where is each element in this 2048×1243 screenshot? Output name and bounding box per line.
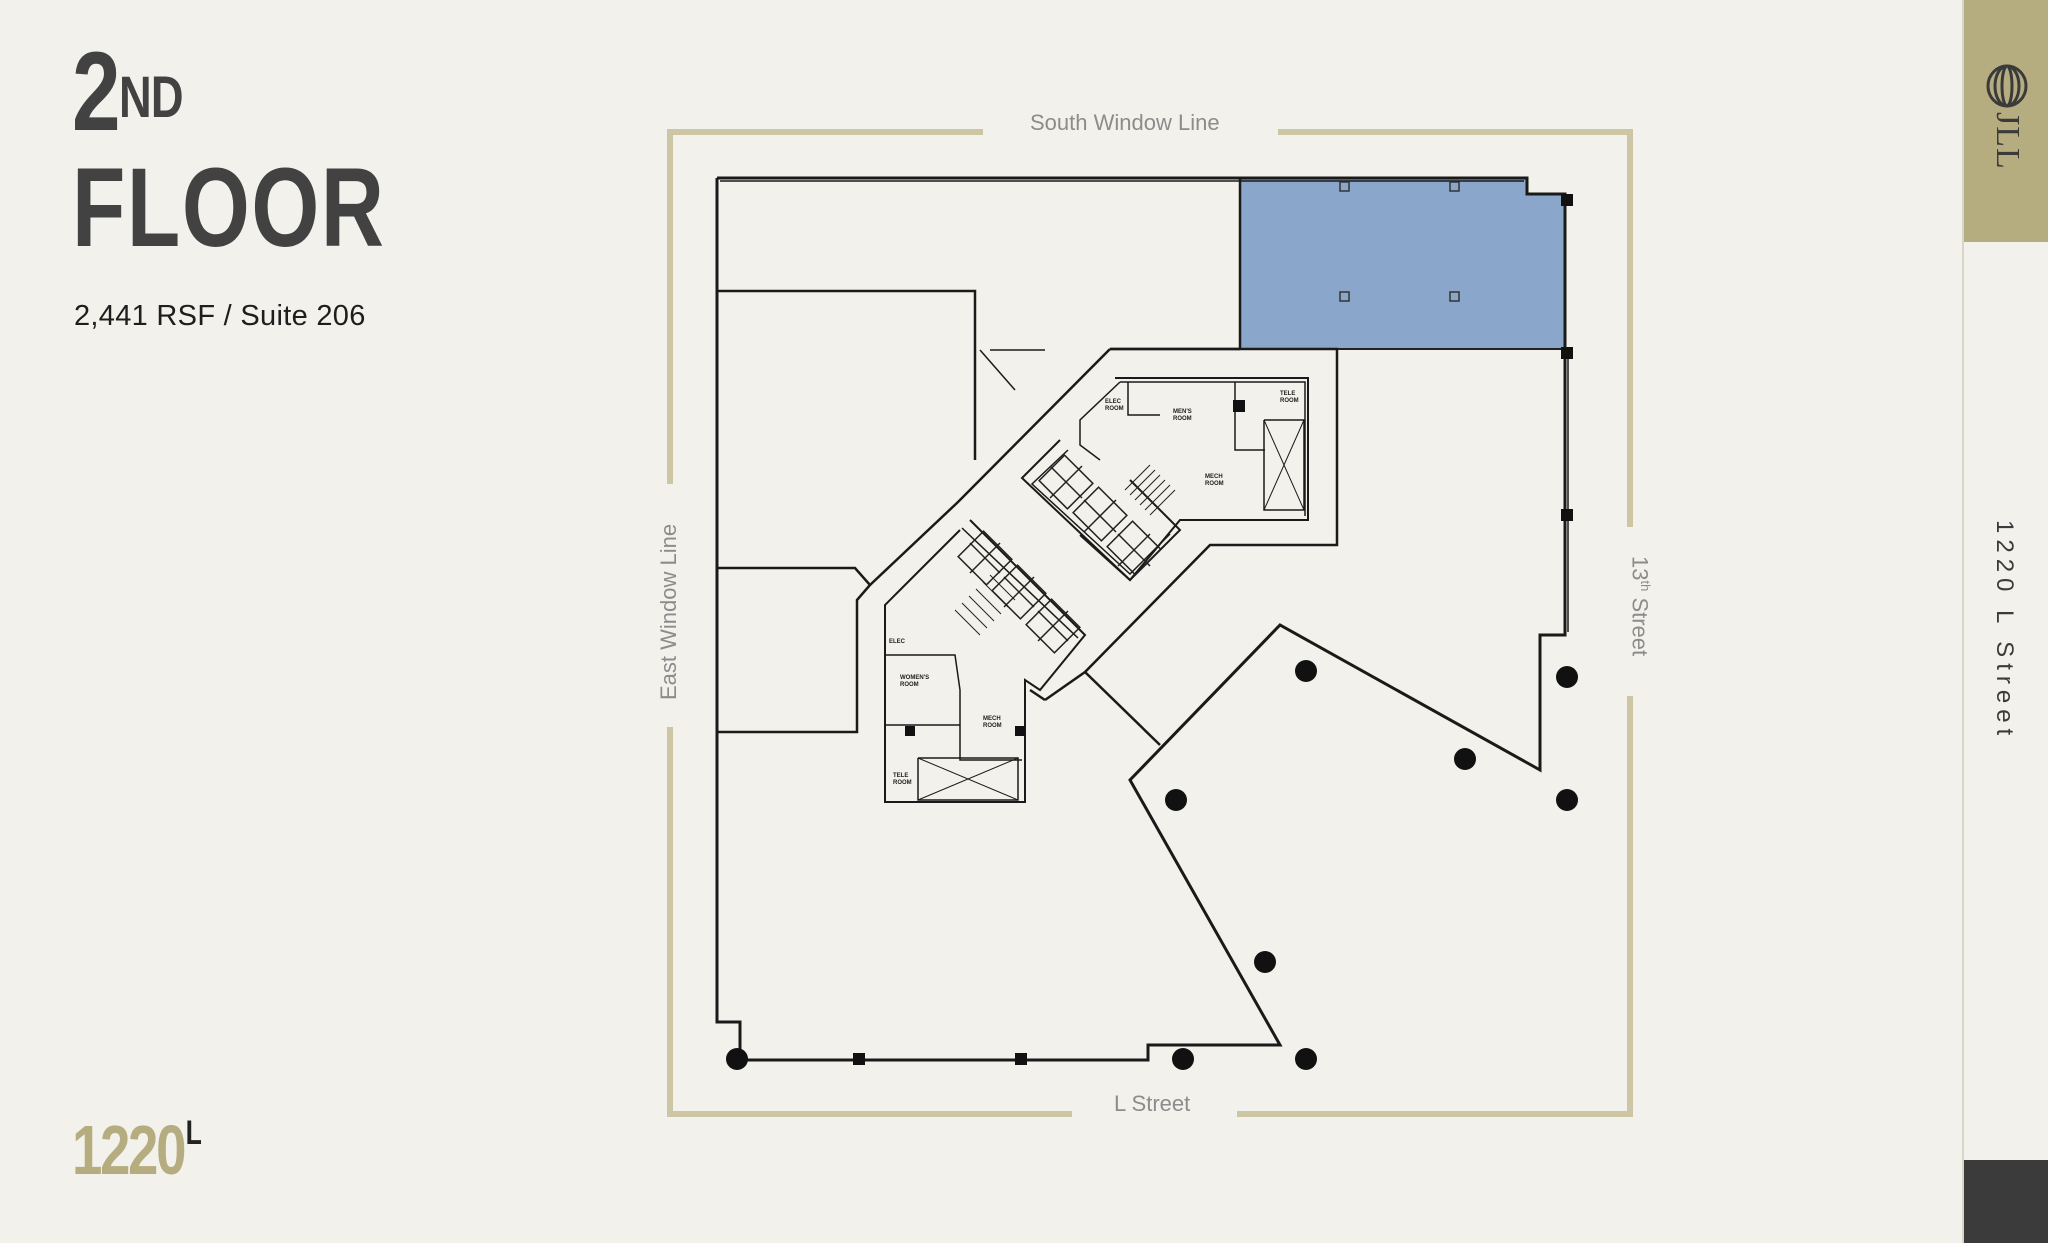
room-tele-upper-b: ROOM: [1280, 398, 1299, 404]
sidebar: JLL 1220 L Street: [1962, 0, 2048, 1243]
building-logo: 1220L: [72, 1110, 202, 1190]
room-mech-lower: MECH: [983, 716, 1001, 722]
room-tele-lower-b: ROOM: [893, 780, 912, 786]
brand-logo-icon: [1986, 64, 2028, 108]
label-south-window-line: South Window Line: [1030, 110, 1220, 135]
room-tele-lower: TELE: [893, 773, 908, 779]
elevator-bank-upper: [1038, 454, 1162, 576]
sidebar-footer-block: [1964, 1160, 2048, 1243]
floor-suffix: ND: [119, 65, 184, 130]
room-mech-upper: MECH: [1205, 474, 1223, 480]
room-mens: MEN'S: [1173, 409, 1192, 415]
suite-column-markers: [1339, 181, 1460, 302]
room-elec-upper: ELEC: [1105, 399, 1122, 405]
room-elec-lower: ELEC: [889, 639, 906, 645]
suite-area-subtitle: 2,441 RSF / Suite 206: [74, 300, 366, 332]
suite-206-highlight[interactable]: [1239, 177, 1566, 350]
stair-lower: [954, 574, 1016, 636]
floor-number: 2ND: [72, 29, 184, 154]
brand-block: JLL: [1964, 0, 2048, 242]
logo-number: 1220: [72, 1111, 186, 1189]
label-13th-sup: th: [1638, 580, 1653, 592]
room-tele-upper: TELE: [1280, 391, 1295, 397]
floor-word: FLOOR: [72, 145, 386, 270]
room-mens-b: ROOM: [1173, 416, 1192, 422]
room-mech-upper-b: ROOM: [1205, 481, 1224, 487]
structural-columns: [726, 194, 1578, 1070]
label-13th-street: 13th Street: [1627, 556, 1653, 657]
logo-letter: L: [185, 1114, 202, 1152]
stair-upper: [1124, 464, 1176, 516]
label-east-window-line: East Window Line: [656, 523, 681, 700]
sidebar-address: 1220 L Street: [1991, 520, 2018, 742]
label-l-street: L Street: [1114, 1091, 1191, 1116]
room-mech-lower-b: ROOM: [983, 723, 1002, 729]
room-womens-b: ROOM: [900, 682, 919, 688]
room-elec-upper-b: ROOM: [1105, 406, 1124, 412]
floor-heading: 2ND FLOOR: [72, 29, 386, 270]
orientation-frame: [667, 129, 1633, 1117]
room-womens: WOMEN'S: [900, 675, 929, 681]
room-labels: ELEC ROOM MEN'S ROOM TELE ROOM MECH ROOM…: [889, 391, 1299, 786]
elevator-bank-lower: [957, 530, 1081, 654]
brand-text: JLL: [1989, 112, 2026, 170]
floor-plan: ELEC ROOM MEN'S ROOM TELE ROOM MECH ROOM…: [667, 129, 1633, 1117]
